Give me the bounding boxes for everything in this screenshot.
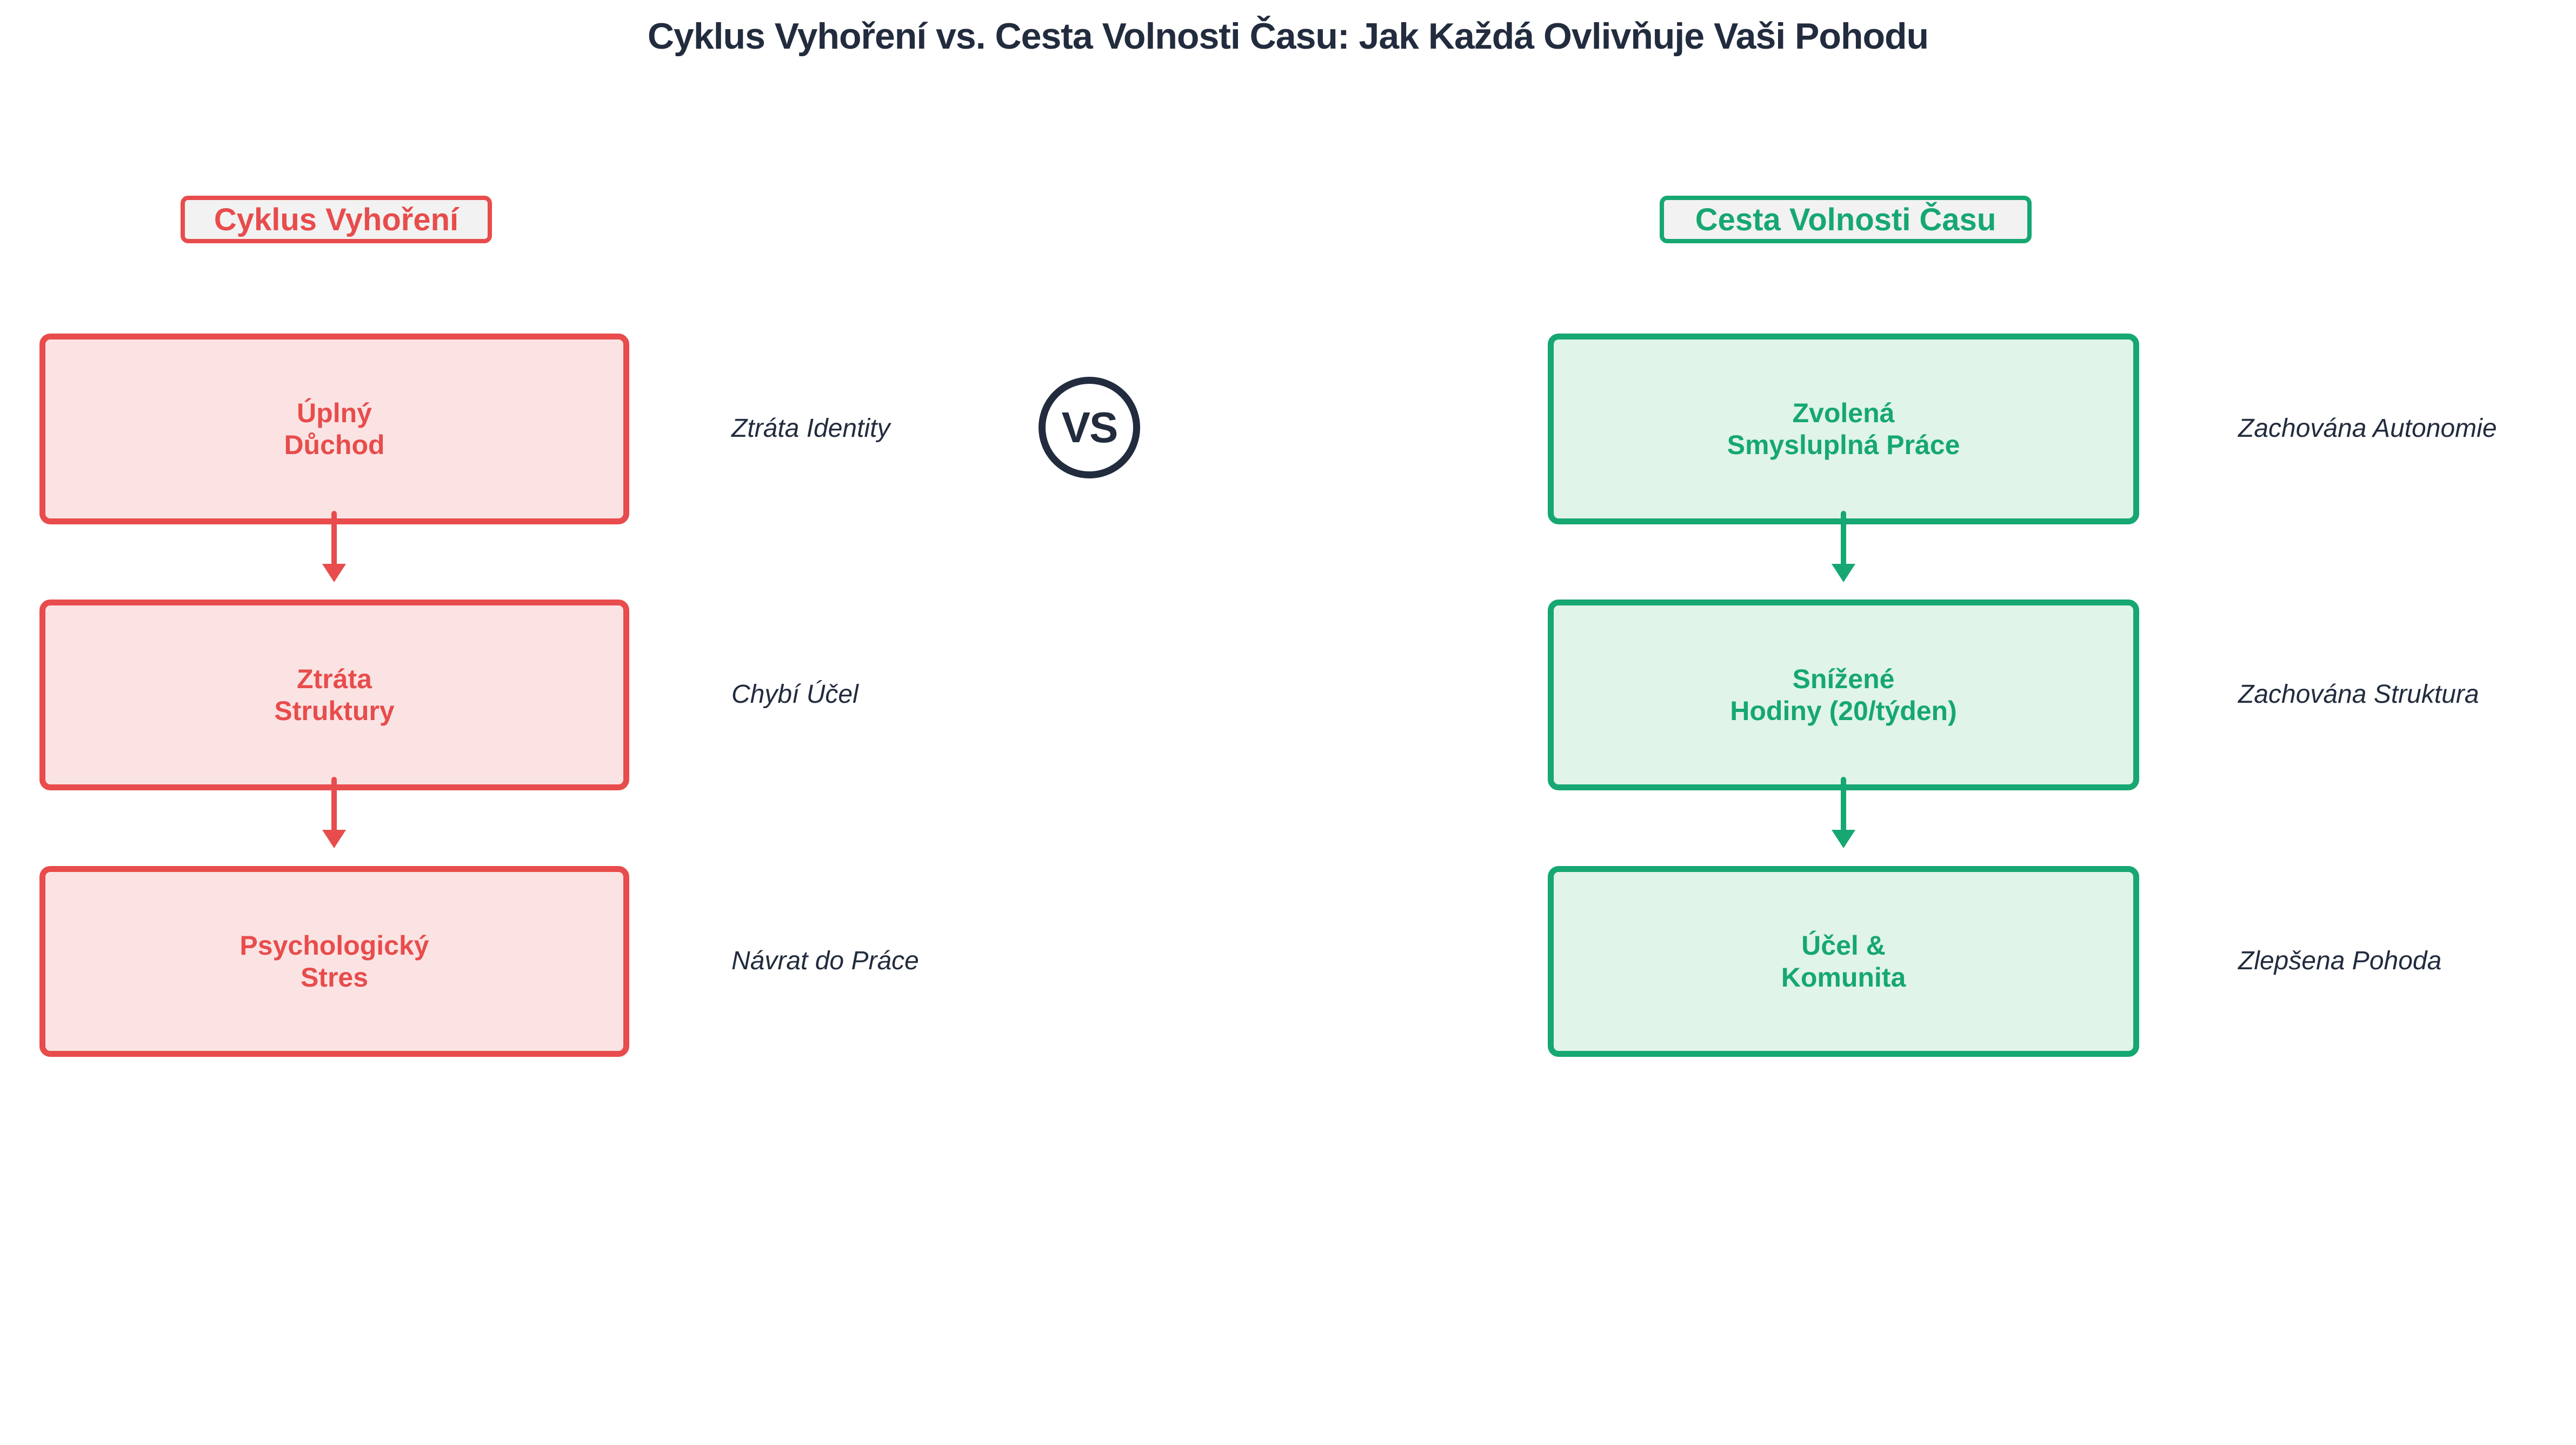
node-label-line: Smysluplná Práce (1727, 429, 1960, 460)
arrow-down-icon (1832, 564, 1855, 582)
side-label-autonomy-preserved: Zachována Autonomie (2238, 414, 2497, 443)
node-label: Úplný Důchod (284, 397, 384, 461)
diagram-title: Cyklus Vyhoření vs. Cesta Volnosti Času:… (647, 16, 1929, 57)
arrow-line (1841, 511, 1846, 566)
arrow-line (1841, 777, 1846, 832)
node-full-retirement: Úplný Důchod (39, 334, 629, 524)
node-label: Psychologický Stres (239, 930, 429, 994)
arrow-down-icon (322, 564, 346, 582)
vs-label: VS (1061, 403, 1119, 451)
side-label-missing-purpose: Chybí Účel (731, 680, 858, 709)
node-label-line: Důchod (284, 429, 385, 460)
right-column-header-badge: Cesta Volnosti Času (1660, 196, 2032, 243)
vs-badge: VS (1039, 377, 1140, 478)
node-chosen-meaningful-work: Zvolená Smysluplná Práce (1548, 334, 2139, 524)
node-label-line: Stres (300, 962, 369, 993)
arrow-down-icon (322, 830, 346, 848)
left-column-header-badge: Cyklus Vyhoření (181, 196, 492, 243)
node-label-line: Struktury (274, 695, 395, 726)
side-label-improved-wellbeing: Zlepšena Pohoda (2238, 947, 2442, 975)
node-label-line: Účel & (1801, 930, 1886, 961)
node-label-line: Psychologický (239, 930, 429, 961)
node-reduced-hours: Snížené Hodiny (20/týden) (1548, 600, 2139, 790)
node-purpose-community: Účel & Komunita (1548, 866, 2139, 1057)
node-label-line: Komunita (1781, 962, 1906, 993)
node-label: Zvolená Smysluplná Práce (1727, 397, 1960, 461)
side-label-return-to-work: Návrat do Práce (731, 947, 919, 975)
node-label-line: Úplný (297, 397, 372, 428)
node-psychological-stress: Psychologický Stres (39, 866, 629, 1057)
side-label-structure-preserved: Zachována Struktura (2238, 680, 2479, 709)
node-label: Snížené Hodiny (20/týden) (1730, 663, 1956, 727)
node-label-line: Snížené (1792, 663, 1895, 694)
arrow-down-icon (1832, 830, 1855, 848)
node-label: Ztráta Struktury (274, 663, 394, 727)
node-label-line: Ztráta (297, 663, 372, 694)
node-label-line: Zvolená (1792, 397, 1895, 428)
node-loss-of-structure: Ztráta Struktury (39, 600, 629, 790)
arrow-line (331, 511, 337, 566)
node-label: Účel & Komunita (1781, 930, 1906, 994)
arrow-line (331, 777, 337, 832)
side-label-loss-of-identity: Ztráta Identity (731, 414, 890, 443)
node-label-line: Hodiny (20/týden) (1730, 695, 1957, 726)
